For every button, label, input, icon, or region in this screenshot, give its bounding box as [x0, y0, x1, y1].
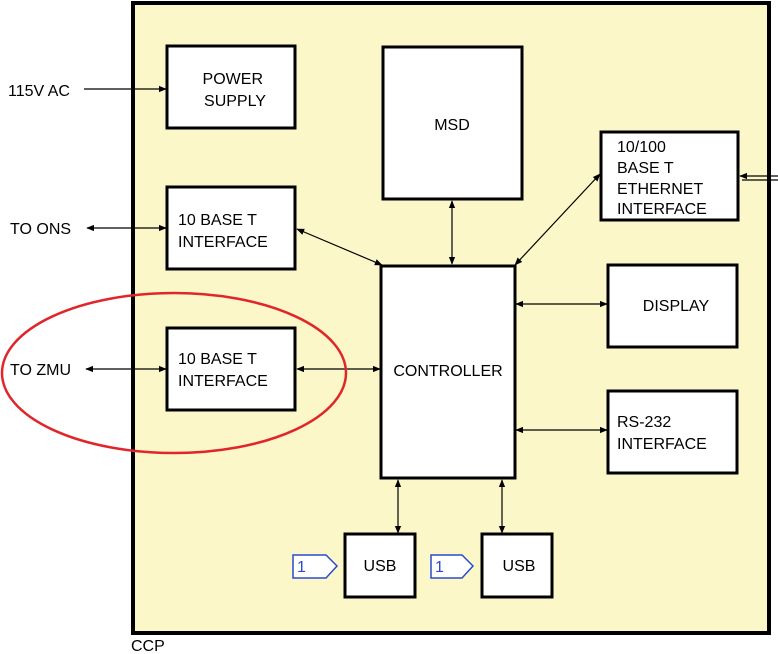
rs232-label-line1: RS-232 — [617, 414, 671, 431]
ac-input-label: 115V AC — [8, 83, 70, 100]
interface-zmu-label: 10 BASE T INTERFACE — [178, 351, 268, 390]
msd-label: MSD — [434, 117, 470, 134]
ethernet-100-label: 10/100 BASE T ETHERNET INTERFACE — [617, 139, 707, 218]
to-ons-label: TO ONS — [10, 221, 71, 238]
power-supply-label: POWER SUPPLY — [203, 71, 268, 110]
usb-label-2: USB — [503, 558, 536, 575]
interface-ons-label-line1: 10 BASE T — [178, 212, 257, 229]
controller-label: CONTROLLER — [393, 363, 502, 380]
rs232-label: RS-232 INTERFACE — [617, 414, 707, 453]
interface-zmu-label-line1: 10 BASE T — [178, 351, 257, 368]
interface-ons-label-line2: INTERFACE — [178, 234, 268, 251]
ons-iface-to-controller-arrow — [296, 228, 383, 266]
usb-label-1: USB — [364, 558, 397, 575]
enclosure-label: CCP — [131, 638, 165, 654]
power-supply-label-line1: POWER — [203, 71, 263, 88]
interface-ons-block — [165, 185, 297, 271]
connector-tag-1 — [292, 554, 339, 579]
interface-ons-label: 10 BASE T INTERFACE — [178, 212, 268, 251]
controller-block — [379, 264, 517, 480]
ethernet-100-label-line2: BASE T — [617, 160, 674, 177]
connector-tag-2 — [430, 554, 475, 579]
display-label: DISPLAY — [643, 298, 710, 315]
usb-block-1 — [343, 532, 417, 599]
display-block — [606, 263, 739, 349]
interface-zmu-label-line2: INTERFACE — [178, 373, 268, 390]
usb-block-2 — [480, 532, 554, 599]
connector-tag-1-label: 1 — [297, 559, 306, 576]
ethernet-100-block — [599, 130, 740, 222]
rs232-label-line2: INTERFACE — [617, 436, 707, 453]
ethernet-100-label-line3: ETHERNET — [617, 181, 703, 198]
ethernet-100-label-line4: INTERFACE — [617, 201, 707, 218]
controller-to-ethernet-arrow — [514, 173, 601, 266]
ethernet-100-label-line1: 10/100 — [617, 139, 666, 156]
rs232-block — [606, 389, 739, 475]
highlight-ellipse — [0, 291, 348, 455]
to-zmu-label: TO ZMU — [10, 362, 71, 379]
interface-zmu-block — [165, 326, 297, 412]
power-supply-label-line2: SUPPLY — [204, 93, 266, 110]
power-supply-block — [165, 44, 297, 130]
connector-tag-2-label: 1 — [435, 559, 444, 576]
msd-block — [381, 45, 524, 201]
